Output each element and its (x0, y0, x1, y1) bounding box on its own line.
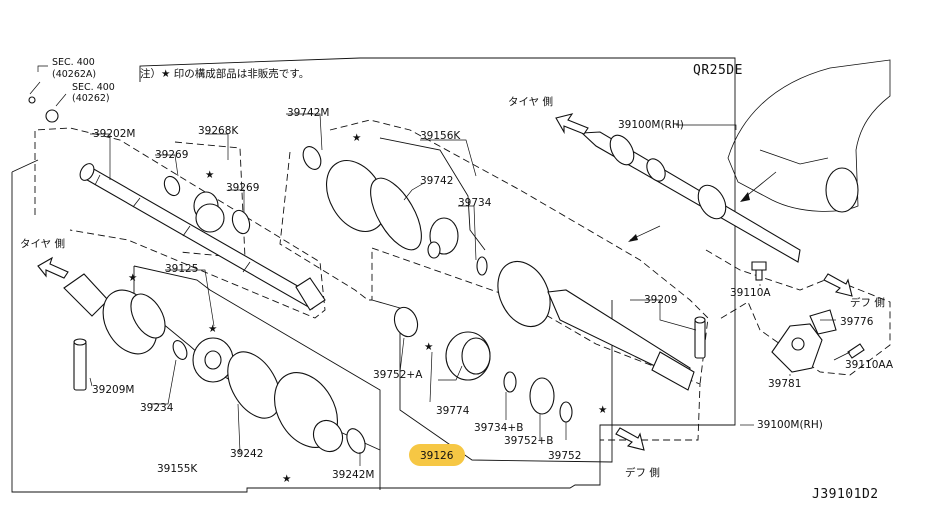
label-39110a: 39110A (730, 287, 771, 299)
label-sec400a-sub: (40262A) (52, 69, 96, 80)
label-sec400b-sub: (40262) (72, 93, 110, 104)
label-39742m: 39742M (287, 107, 329, 119)
bolt-39110aa (833, 343, 865, 361)
shaft-39202m (79, 163, 326, 311)
arrow-tire-top (555, 113, 589, 135)
label-39202m: 39202M (93, 128, 135, 140)
bearing-39774 (445, 331, 491, 381)
label-39209: 39209 (644, 294, 677, 306)
label-39269a: 39269 (155, 149, 188, 161)
star-marker-4: ★ (208, 323, 217, 335)
star-marker-5: ★ (424, 341, 433, 353)
stud-39209m (73, 338, 87, 391)
label-diff-side-bottom: デフ 側 (625, 466, 660, 479)
label-39268k: 39268K (198, 125, 239, 137)
label-39126: 39126 (420, 450, 454, 462)
label-39734: 39734 (458, 197, 492, 209)
diagram-id: J39101D2 (812, 487, 879, 502)
ring-39734b (503, 371, 517, 393)
label-39242m: 39242M (332, 469, 374, 481)
label-diff-side-right: デフ 側 (850, 296, 885, 309)
driveshaft-39100m-rh (580, 131, 801, 263)
dashed-group-bracket (705, 249, 891, 376)
label-39100m-rh-right: 39100M(RH) (757, 419, 823, 431)
bracket-39781 (771, 323, 823, 373)
star-marker-2: ★ (205, 169, 214, 181)
washer-39752b (529, 377, 555, 415)
arrow-tire-left (37, 256, 69, 279)
label-39781: 39781 (768, 378, 801, 390)
label-39242: 39242 (230, 448, 263, 460)
label-39752a: 39752+A (373, 369, 423, 381)
boot-39242 (274, 372, 344, 453)
label-39156k: 39156K (420, 130, 461, 142)
dashed-group-rh-inner (279, 151, 701, 441)
inner-race-star (192, 337, 234, 383)
label-39269b: 39269 (226, 182, 259, 194)
outline-edge (11, 159, 39, 173)
housing-39209 (497, 261, 695, 391)
label-39234: 39234 (140, 402, 174, 414)
label-sec400b: SEC. 400 (72, 82, 115, 93)
boot-kit-39268k (163, 175, 251, 235)
label-39734b: 39734+B (474, 422, 523, 434)
label-39209m: 39209M (92, 384, 134, 396)
label-39776: 39776 (840, 316, 874, 328)
label-39155k: 39155K (157, 463, 198, 475)
label-39752b: 39752+B (504, 435, 553, 447)
boot-39742 (325, 160, 422, 251)
label-39100m-rh-top: 39100M(RH) (618, 119, 684, 131)
label-39774: 39774 (436, 405, 470, 417)
washer-39752a (393, 306, 419, 338)
bolt-39110a (751, 261, 767, 281)
spider-39156k (427, 217, 459, 259)
label-tire-side-top: タイヤ 側 (508, 95, 553, 108)
label-39110aa: 39110AA (845, 359, 894, 371)
label-sec400a: SEC. 400 (52, 57, 95, 68)
plate-39776 (809, 309, 837, 335)
clamp-39242 (227, 351, 281, 419)
outer-group-outline (11, 57, 736, 493)
stud-39209 (694, 316, 706, 359)
clamp-39242m (346, 428, 366, 454)
label-39752: 39752 (548, 450, 581, 462)
engine-code: QR25DE (693, 63, 743, 78)
note-text: 注）★ 印の構成部品は非販売です。 (140, 67, 309, 80)
clamp-39742m (302, 146, 322, 170)
star-marker-3: ★ (128, 272, 137, 284)
arrow-diff-right (823, 273, 853, 297)
washer-39752 (559, 401, 573, 423)
star-marker-1: ★ (352, 132, 361, 144)
highlight-39126 (409, 444, 465, 466)
arrow-diff-bottom (615, 427, 645, 451)
label-39742: 39742 (420, 175, 453, 187)
label-tire-side-left: タイヤ 側 (20, 237, 65, 250)
star-marker-6: ★ (598, 404, 607, 416)
ring-39734 (476, 256, 488, 276)
star-marker-7: ★ (282, 473, 291, 485)
label-39125: 39125 (165, 263, 198, 275)
ring-39234 (172, 340, 188, 360)
outer-joint-39155k (63, 273, 166, 355)
vehicle-outline (727, 59, 891, 213)
